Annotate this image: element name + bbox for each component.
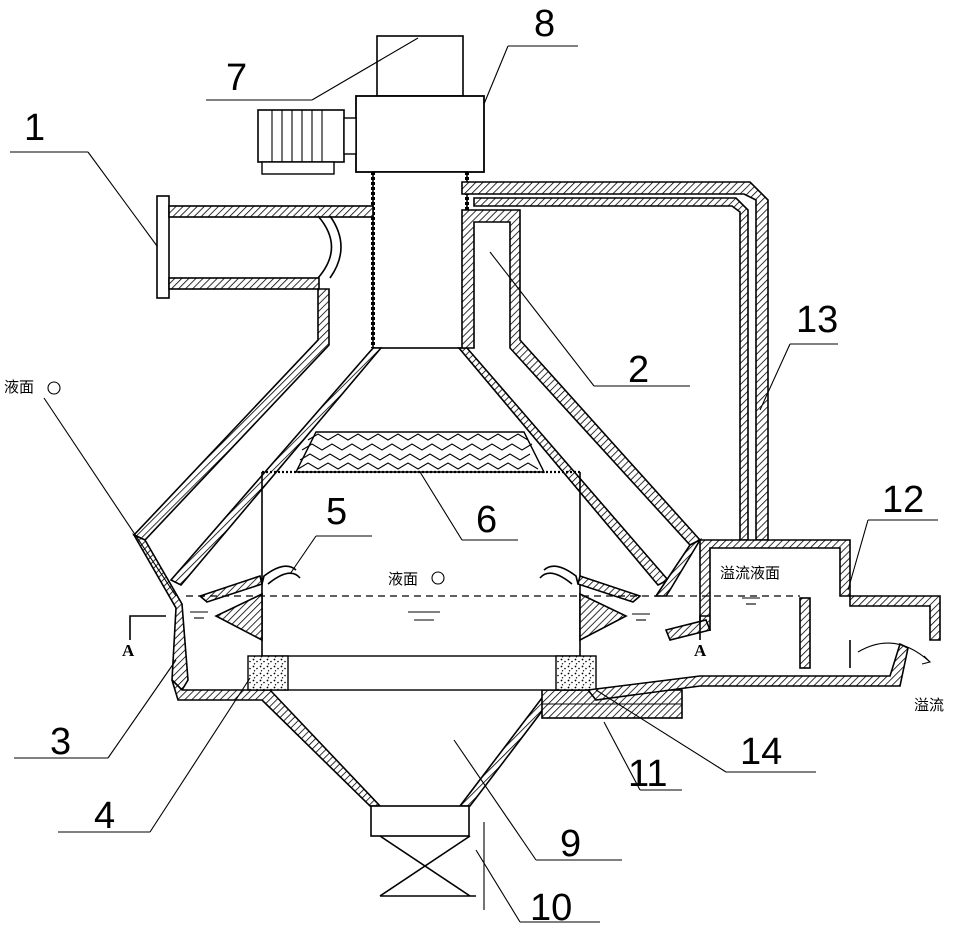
overflow-level-label: 溢流液面 — [720, 564, 780, 582]
section-mark-left: A — [122, 641, 135, 660]
callout-7: 7 — [226, 57, 247, 99]
callout-9: 9 — [560, 823, 581, 865]
callout-11: 11 — [628, 753, 667, 795]
motor — [258, 110, 356, 174]
callout-13: 13 — [796, 299, 838, 341]
section-mark-right: A — [694, 641, 707, 660]
callout-3: 3 — [50, 721, 71, 763]
overflow-system — [462, 182, 940, 700]
callout-6: 6 — [476, 499, 497, 541]
vertical-shaft — [373, 172, 467, 348]
overflow-label: 溢流 — [914, 696, 944, 714]
callout-12: 12 — [882, 479, 924, 521]
liquid-level-label-left: 液面 — [4, 378, 34, 396]
callout-2: 2 — [628, 349, 649, 391]
filter-right — [556, 656, 596, 690]
callout-5: 5 — [326, 491, 347, 533]
callout-14: 14 — [740, 731, 782, 773]
inlet-pipe — [157, 196, 373, 298]
liquid-level-label-center: 液面 — [388, 570, 418, 588]
top-shaft-housing — [377, 36, 463, 96]
callout-1: 1 — [24, 107, 45, 149]
drive-assembly — [258, 36, 484, 348]
callout-4: 4 — [94, 795, 115, 837]
gearbox — [356, 96, 484, 172]
callout-8: 8 — [534, 3, 555, 45]
callout-10: 10 — [530, 887, 572, 929]
filter-left — [248, 656, 288, 690]
